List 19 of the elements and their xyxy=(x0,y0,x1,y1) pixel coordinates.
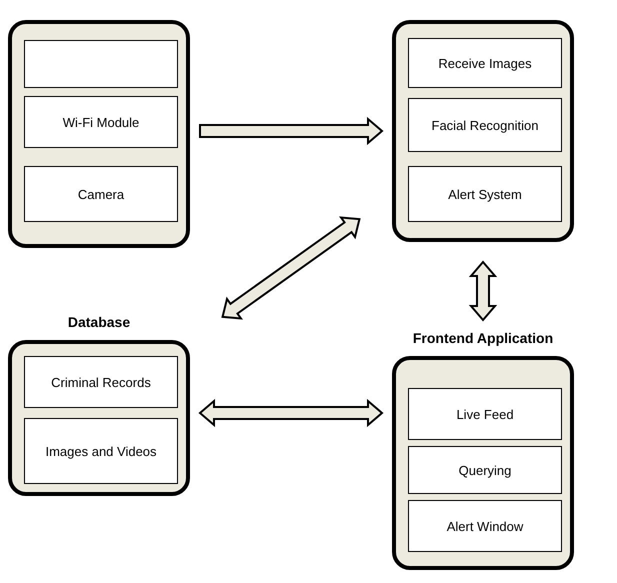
component-box: Alert System xyxy=(408,166,562,222)
component-box: Live Feed xyxy=(408,388,562,440)
group-panel xyxy=(392,20,574,242)
component-box: Camera xyxy=(24,166,178,222)
block-arrow xyxy=(221,216,361,320)
component-box: Receive Images xyxy=(408,38,562,88)
block-arrow xyxy=(468,260,498,322)
block-arrow xyxy=(199,116,384,146)
component-box: Criminal Records xyxy=(24,356,178,408)
component-box: Images and Videos xyxy=(24,418,178,484)
group-heading: Frontend Application xyxy=(412,330,554,346)
component-box: Wi-Fi Module xyxy=(24,96,178,148)
empty-box xyxy=(24,40,178,88)
component-box: Querying xyxy=(408,446,562,494)
group-heading: Database xyxy=(66,314,132,330)
block-arrow xyxy=(198,398,384,428)
component-box: Facial Recognition xyxy=(408,98,562,152)
component-box: Alert Window xyxy=(408,500,562,552)
group-panel xyxy=(8,20,190,248)
